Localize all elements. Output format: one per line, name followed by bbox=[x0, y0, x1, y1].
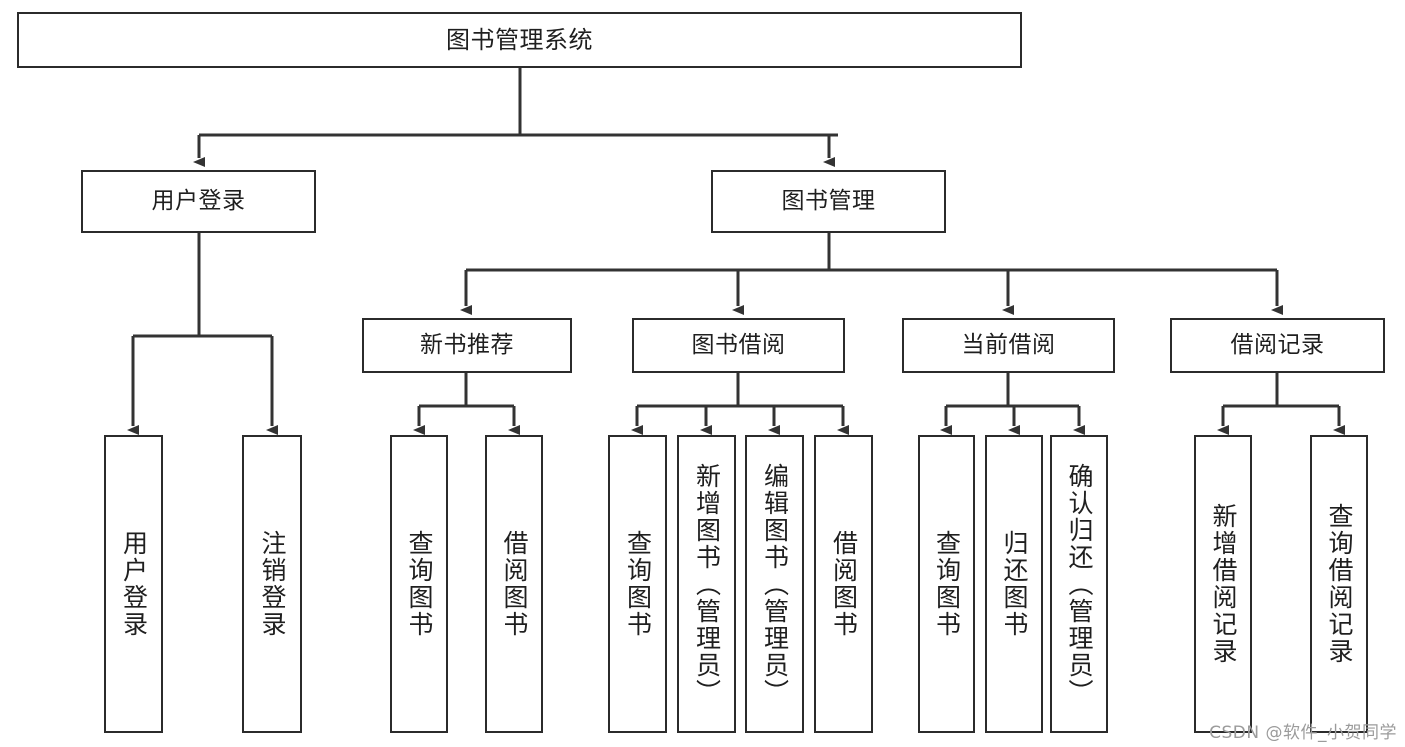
node-leaf-query-book-1[interactable]: 查询图书 bbox=[390, 435, 448, 733]
node-book-borrow-label: 图书借阅 bbox=[691, 331, 786, 358]
node-leaf-query-record-label: 查询借阅记录 bbox=[1325, 503, 1354, 665]
node-root-label: 图书管理系统 bbox=[446, 25, 593, 54]
node-leaf-borrow-book-2[interactable]: 借阅图书 bbox=[814, 435, 873, 733]
node-leaf-user-login-label: 用户登录 bbox=[119, 530, 149, 638]
node-leaf-query-book-3[interactable]: 查询图书 bbox=[918, 435, 975, 733]
node-leaf-confirm-return[interactable]: 确认归还（管理员） bbox=[1050, 435, 1108, 733]
node-leaf-borrow-book-1[interactable]: 借阅图书 bbox=[485, 435, 543, 733]
node-leaf-borrow-book-2-label: 借阅图书 bbox=[829, 530, 859, 638]
node-leaf-query-record[interactable]: 查询借阅记录 bbox=[1310, 435, 1368, 733]
node-new-book-recommend-label: 新书推荐 bbox=[420, 331, 514, 358]
node-leaf-edit-book[interactable]: 编辑图书（管理员） bbox=[745, 435, 804, 733]
node-leaf-add-book-label: 新增图书（管理员） bbox=[692, 462, 722, 706]
node-leaf-query-book-2-label: 查询图书 bbox=[623, 530, 653, 638]
node-book-manage-label: 图书管理 bbox=[781, 187, 876, 214]
watermark-text: CSDN @软件_小贺同学 bbox=[1209, 723, 1397, 743]
node-leaf-user-login[interactable]: 用户登录 bbox=[104, 435, 163, 733]
node-leaf-add-record[interactable]: 新增借阅记录 bbox=[1194, 435, 1252, 733]
node-leaf-add-record-label: 新增借阅记录 bbox=[1209, 503, 1238, 665]
node-user-login-label: 用户登录 bbox=[151, 187, 246, 214]
node-leaf-edit-book-label: 编辑图书（管理员） bbox=[760, 462, 790, 706]
node-leaf-query-book-2[interactable]: 查询图书 bbox=[608, 435, 667, 733]
node-borrow-record[interactable]: 借阅记录 bbox=[1170, 318, 1385, 373]
node-book-borrow[interactable]: 图书借阅 bbox=[632, 318, 845, 373]
node-leaf-return-book-label: 归还图书 bbox=[1000, 530, 1029, 638]
node-leaf-query-book-1-label: 查询图书 bbox=[405, 530, 434, 638]
node-leaf-borrow-book-1-label: 借阅图书 bbox=[500, 530, 529, 638]
node-leaf-user-logout[interactable]: 注销登录 bbox=[242, 435, 302, 733]
node-user-login[interactable]: 用户登录 bbox=[81, 170, 316, 233]
node-leaf-confirm-return-label: 确认归还（管理员） bbox=[1065, 462, 1094, 706]
node-current-borrow-label: 当前借阅 bbox=[961, 331, 1056, 358]
node-borrow-record-label: 借阅记录 bbox=[1230, 331, 1325, 358]
node-root[interactable]: 图书管理系统 bbox=[17, 12, 1022, 68]
node-leaf-user-logout-label: 注销登录 bbox=[258, 530, 287, 638]
node-current-borrow[interactable]: 当前借阅 bbox=[902, 318, 1115, 373]
node-leaf-return-book[interactable]: 归还图书 bbox=[985, 435, 1043, 733]
node-leaf-query-book-3-label: 查询图书 bbox=[932, 530, 962, 638]
node-book-manage[interactable]: 图书管理 bbox=[711, 170, 946, 233]
node-new-book-recommend[interactable]: 新书推荐 bbox=[362, 318, 572, 373]
node-leaf-add-book[interactable]: 新增图书（管理员） bbox=[677, 435, 736, 733]
